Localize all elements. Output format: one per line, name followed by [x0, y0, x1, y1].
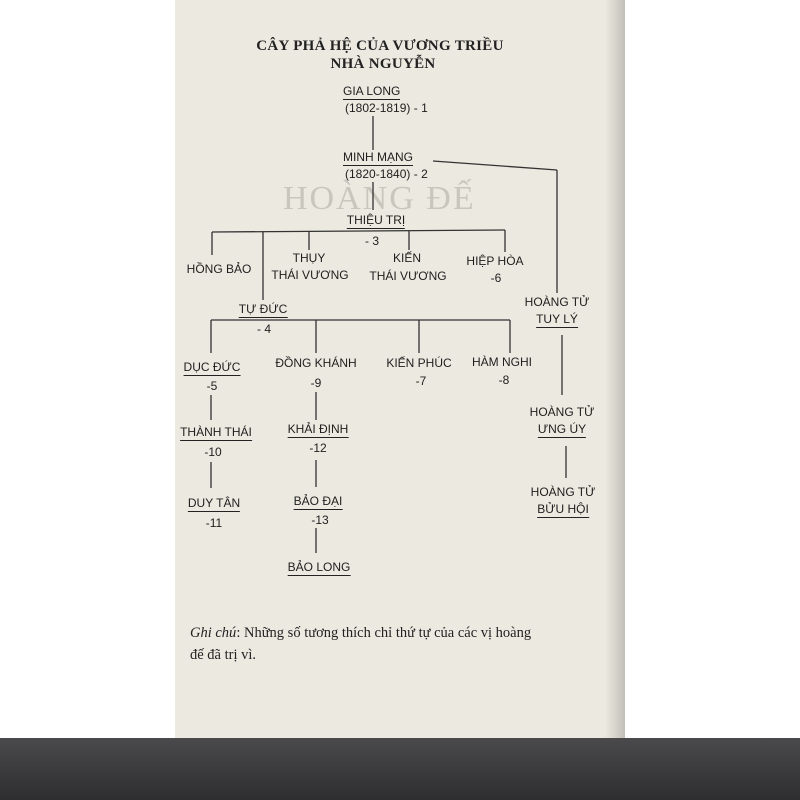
page-shadow	[605, 0, 625, 738]
node-thanh-thai: THÀNH THÁI	[180, 425, 252, 441]
node-buu-hoi-line2: BỬU HỘI	[537, 502, 589, 518]
node-tu-duc-order: - 4	[256, 322, 272, 336]
node-thieu-tri: THIỆU TRỊ	[346, 213, 406, 229]
node-gia-long-years: (1802-1819) - 1	[345, 101, 428, 115]
background-right	[625, 0, 800, 800]
node-tu-duc: TỰ ĐỨC	[238, 302, 288, 318]
node-dong-khanh-order: -9	[310, 376, 322, 390]
node-bao-long: BẢO LONG	[287, 560, 351, 576]
node-minh-mang: MINH MẠNG	[343, 150, 413, 166]
footnote-line1: Ghi chú: Những số tương thích chỉ thứ tự…	[190, 625, 532, 641]
node-name: MINH MẠNG	[343, 150, 413, 166]
diagram-title-line1: CÂY PHẢ HỆ CỦA VƯƠNG TRIỀU	[256, 38, 504, 54]
node-khai-dinh-order: -12	[309, 441, 327, 455]
diagram-title-line2: NHÀ NGUYỄN	[330, 56, 436, 72]
node-duc-duc: DỤC ĐỨC	[183, 360, 241, 376]
node-tuy-ly-line2: TUY LÝ	[536, 312, 578, 328]
node-name: TỰ ĐỨC	[238, 302, 288, 318]
node-buu-hoi-line1: HOÀNG TỬ	[530, 485, 596, 499]
node-duy-tan: DUY TÂN	[187, 496, 241, 512]
node-name: THIỆU TRỊ	[346, 213, 406, 229]
footnote-label: Ghi chú	[190, 625, 237, 641]
watermark: HOÀNG ĐẾ	[283, 180, 476, 217]
node-tuy-ly-line1: HOÀNG TỬ	[524, 295, 590, 309]
footnote-line2: đế đã trị vì.	[190, 647, 257, 663]
node-ung-uy-line1: HOÀNG TỬ	[529, 405, 595, 419]
node-dong-khanh: ĐỒNG KHÁNH	[275, 356, 357, 370]
node-thuy-line1: THỤY	[292, 251, 326, 265]
book-page	[175, 0, 625, 738]
node-thanh-thai-order: -10	[204, 445, 222, 459]
node-hong-bao: HỒNG BẢO	[186, 262, 252, 276]
node-hiep-hoa-order: -6	[490, 271, 502, 285]
node-duy-tan-order: -11	[205, 516, 223, 530]
node-thuy-line2: THÁI VƯƠNG	[271, 268, 349, 282]
node-kien-line2: THÁI VƯƠNG	[369, 269, 447, 283]
connector	[432, 160, 558, 171]
node-ung-uy-line2: ƯNG ÚY	[537, 422, 587, 438]
node-duc-duc-order: -5	[206, 379, 218, 393]
node-kien-phuc: KIẾN PHÚC	[386, 356, 452, 370]
node-name: GIA LONG	[343, 84, 401, 100]
node-bao-dai-order: -13	[311, 513, 329, 527]
background-bottom	[0, 738, 800, 800]
node-kien-phuc-order: -7	[415, 374, 427, 388]
node-hiep-hoa: HIỆP HÒA	[466, 254, 524, 268]
node-khai-dinh: KHẢI ĐỊNH	[287, 422, 349, 438]
node-minh-mang-years: (1820-1840) - 2	[345, 167, 428, 181]
node-gia-long: GIA LONG	[343, 84, 401, 100]
node-bao-dai: BẢO ĐẠI	[293, 494, 343, 510]
node-kien-line1: KIẾN	[392, 251, 422, 265]
connector	[211, 229, 506, 233]
node-thieu-tri-order: - 3	[364, 234, 380, 248]
node-ham-nghi-order: -8	[498, 373, 510, 387]
node-ham-nghi: HÀM NGHI	[472, 355, 532, 369]
background-left	[0, 0, 175, 800]
